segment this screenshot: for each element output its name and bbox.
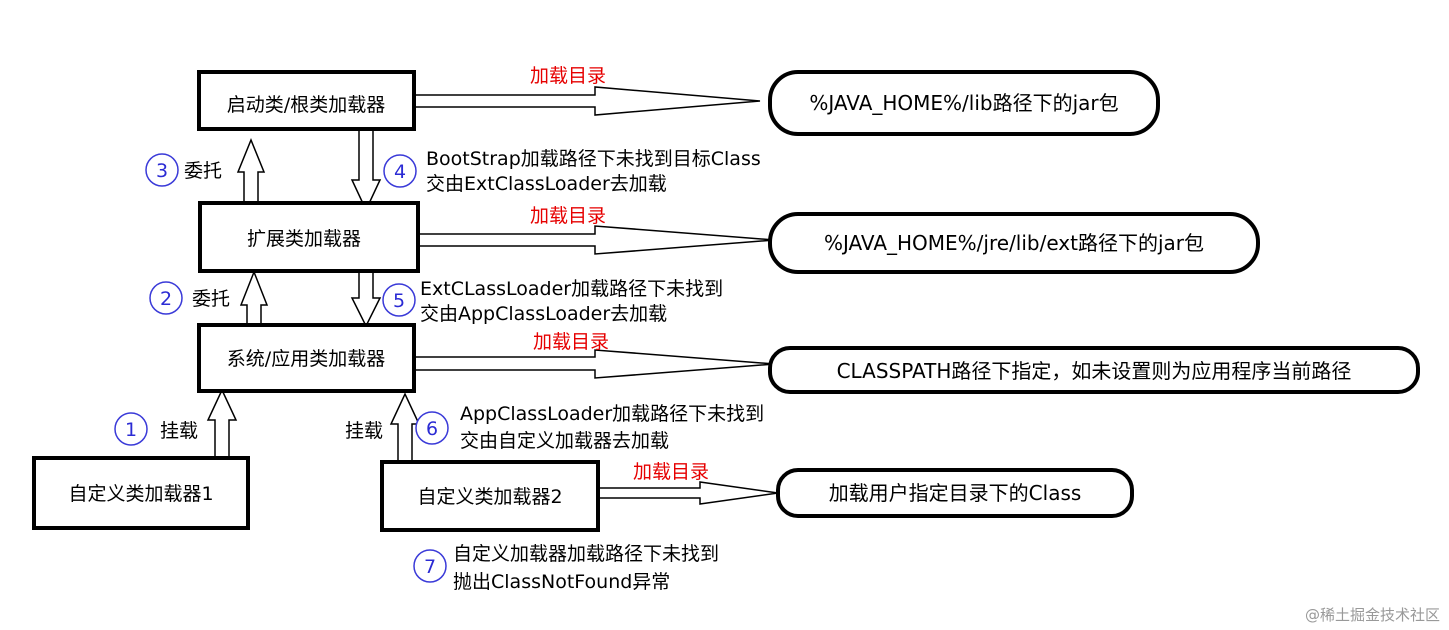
system-dir-text: CLASSPATH路径下指定，如未设置则为应用程序当前路径 xyxy=(837,359,1352,383)
system-loader-box: 系统/应用类加载器 xyxy=(197,323,416,393)
step-6-circle xyxy=(415,411,449,445)
system-loader-label: 系统/应用类加载器 xyxy=(227,348,385,370)
bootstrap-dir-text: %JAVA_HOME%/lib路径下的jar包 xyxy=(809,91,1118,115)
step-5-line-1: ExtCLassLoader加载路径下未找到 xyxy=(420,278,723,300)
mount-up-arrow-1 xyxy=(206,388,238,459)
system-load-dir-label: 加载目录 xyxy=(533,331,609,353)
custom-loader-1-label: 自定义类加载器1 xyxy=(68,483,213,505)
step-5-circle xyxy=(382,283,416,317)
step-5-line-2: 交由AppClassLoader去加载 xyxy=(420,303,667,325)
step-4-number: 4 xyxy=(394,161,406,183)
step-4-circle xyxy=(383,154,417,188)
custom2-dir-text: 加载用户指定目录下的Class xyxy=(829,481,1082,505)
extension-dir-oval: %JAVA_HOME%/jre/lib/ext路径下的jar包 xyxy=(768,212,1260,274)
step-7-line-1: 自定义加载器加载路径下未找到 xyxy=(453,543,719,565)
custom2-load-arrow xyxy=(597,481,779,505)
step-4-line-2: 交由ExtClassLoader去加载 xyxy=(426,173,667,195)
extension-loader-box: 扩展类加载器 xyxy=(198,201,420,273)
delegate-up-arrow-2 xyxy=(239,269,269,326)
extension-dir-text: %JAVA_HOME%/jre/lib/ext路径下的jar包 xyxy=(824,231,1204,255)
system-load-arrow xyxy=(413,349,776,379)
step-6-line-1: AppClassLoader加载路径下未找到 xyxy=(460,403,764,425)
step-1-label: 挂载 xyxy=(160,420,198,442)
extension-load-dir-label: 加载目录 xyxy=(530,205,606,227)
custom2-dir-oval: 加载用户指定目录下的Class xyxy=(776,468,1134,518)
extension-load-arrow xyxy=(417,225,776,255)
bootstrap-load-dir-label: 加载目录 xyxy=(530,65,606,87)
step-2-number: 2 xyxy=(160,288,172,310)
bootstrap-loader-box: 启动类/根类加载器 xyxy=(197,70,416,131)
fallback-down-arrow-4 xyxy=(350,127,382,212)
custom-loader-2-label: 自定义类加载器2 xyxy=(417,486,562,508)
watermark: @稀土掘金技术社区 xyxy=(1305,606,1440,624)
step-3-number: 3 xyxy=(156,160,168,182)
bootstrap-load-arrow xyxy=(413,86,761,116)
step-2-label: 委托 xyxy=(192,288,230,310)
step-6-mount-label: 挂载 xyxy=(345,420,383,442)
step-6-line-2: 交由自定义加载器去加载 xyxy=(460,430,669,452)
step-4-line-1: BootStrap加载路径下未找到目标Class xyxy=(426,148,761,170)
system-dir-oval: CLASSPATH路径下指定，如未设置则为应用程序当前路径 xyxy=(768,346,1420,394)
step-3-circle xyxy=(145,153,179,187)
custom2-load-dir-label: 加载目录 xyxy=(633,461,709,483)
step-5-number: 5 xyxy=(393,290,405,312)
step-6-number: 6 xyxy=(426,418,438,440)
step-3-label: 委托 xyxy=(184,160,222,182)
custom-loader-1-box: 自定义类加载器1 xyxy=(32,456,250,530)
step-7-circle xyxy=(413,549,447,583)
extension-loader-label: 扩展类加载器 xyxy=(247,228,361,250)
bootstrap-loader-label: 启动类/根类加载器 xyxy=(227,94,385,116)
delegate-up-arrow-3 xyxy=(236,138,266,204)
fallback-down-arrow-5 xyxy=(350,271,382,328)
step-1-number: 1 xyxy=(125,419,137,441)
step-1-circle xyxy=(114,412,148,446)
custom-loader-2-box: 自定义类加载器2 xyxy=(380,460,600,532)
step-7-number: 7 xyxy=(424,556,436,578)
step-7-line-2: 抛出ClassNotFound异常 xyxy=(453,571,670,593)
mount-up-arrow-6 xyxy=(389,392,421,463)
bootstrap-dir-oval: %JAVA_HOME%/lib路径下的jar包 xyxy=(768,70,1160,136)
step-2-circle xyxy=(149,281,183,315)
